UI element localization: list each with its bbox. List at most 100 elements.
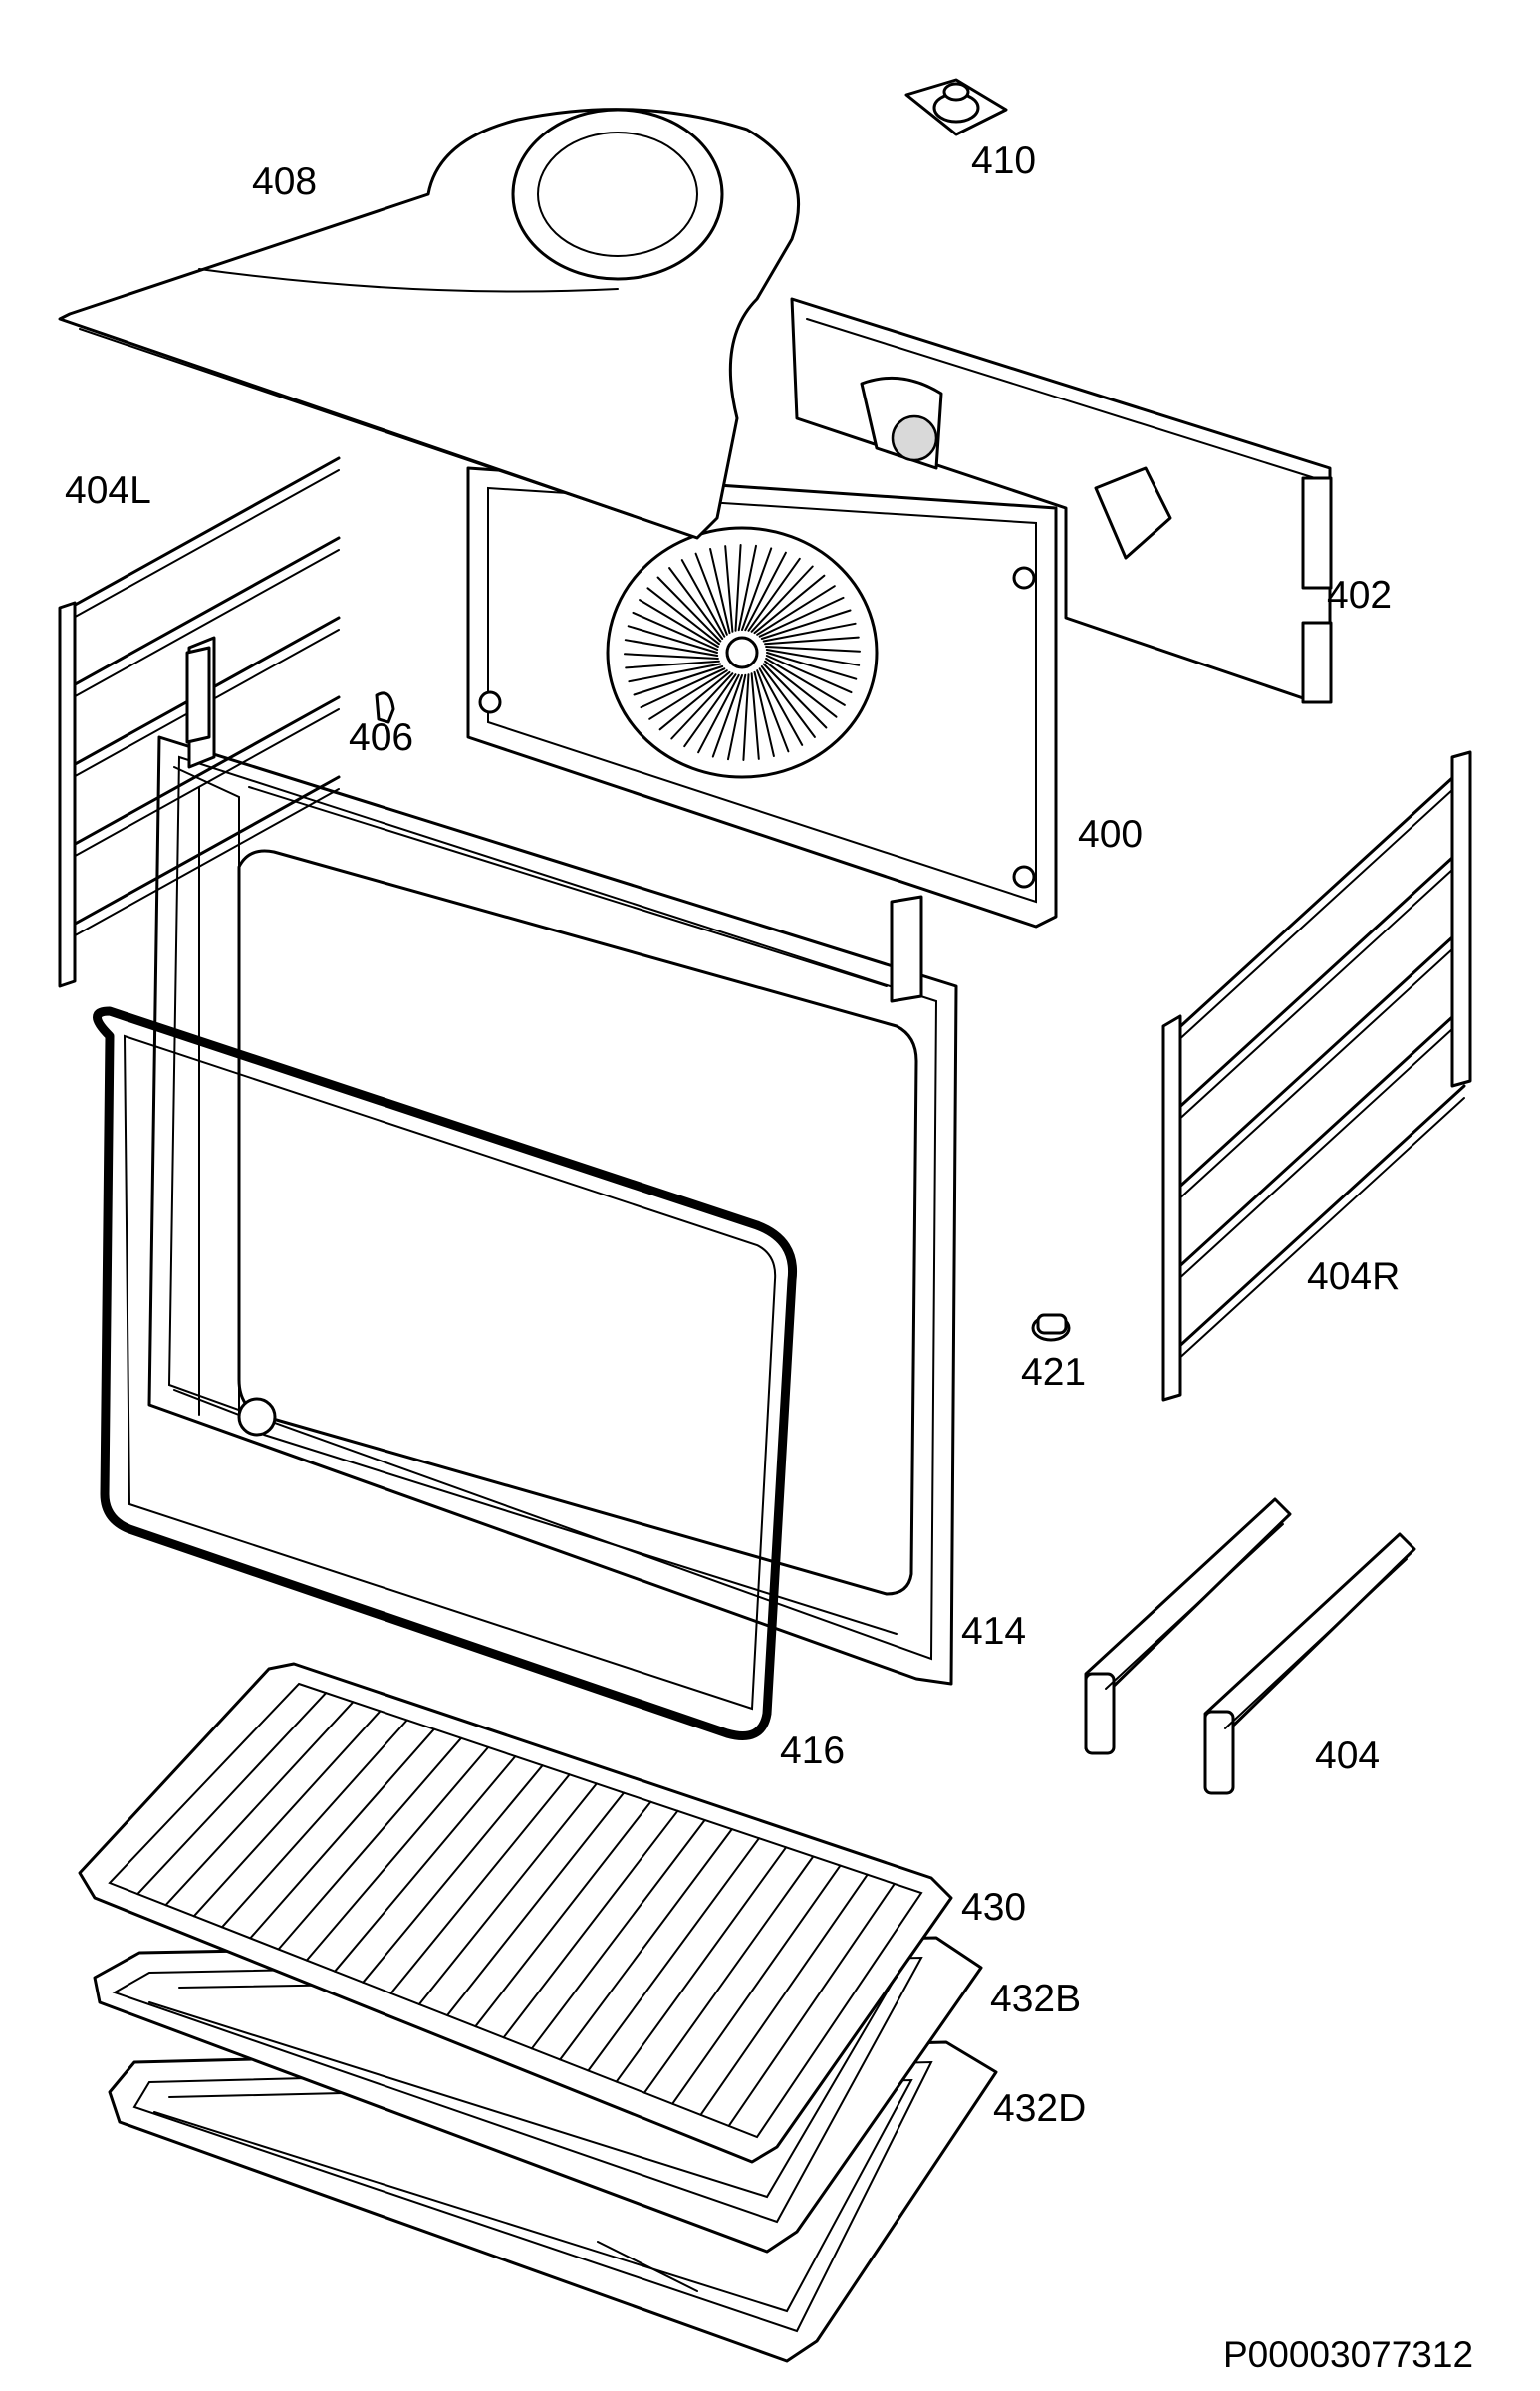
fan-vane <box>758 667 804 746</box>
shelf-rail-edge <box>1174 858 1465 1124</box>
fan-vane <box>656 576 722 643</box>
fan-vane <box>765 646 861 653</box>
bushing-421 <box>1031 1313 1071 1342</box>
fan-vane <box>680 559 726 638</box>
rack-bar <box>249 1727 435 1940</box>
fan-vane <box>766 652 858 680</box>
shelf-rail-edge <box>1174 1017 1465 1283</box>
callout-432D: 432D <box>993 2087 1087 2130</box>
callout-408: 408 <box>252 160 318 203</box>
fan-vane <box>753 574 826 635</box>
fan-vane <box>670 672 734 740</box>
shelf-rail <box>68 456 341 610</box>
callout-402: 402 <box>1327 574 1393 617</box>
rack-bar <box>362 1764 544 1984</box>
fan-vane <box>750 672 760 760</box>
right-rails <box>1173 765 1466 1363</box>
callout-404: 404 <box>1315 1734 1381 1777</box>
wire-rack-430 <box>78 1662 953 2164</box>
shelf-rail-edge <box>69 469 340 621</box>
back-panel-400 <box>466 466 1058 929</box>
fan-vane <box>762 622 857 643</box>
rack-bar <box>559 1828 733 2061</box>
fan-vane <box>747 557 801 632</box>
rack-bar <box>164 1701 355 1907</box>
right-hinge <box>890 895 923 1003</box>
callout-416: 416 <box>780 1729 846 1772</box>
callout-406: 406 <box>349 716 414 759</box>
rack-bar <box>727 1882 896 2127</box>
shelf-rail-edge <box>69 549 340 700</box>
fan-vane <box>765 655 853 694</box>
fan-vane <box>694 552 728 636</box>
fan-vane <box>727 673 747 761</box>
fan-vane <box>734 544 742 632</box>
fan-vane <box>724 545 734 633</box>
fan-vane <box>756 669 790 753</box>
rack-bar <box>587 1837 760 2072</box>
rack-bar <box>334 1755 517 1973</box>
shelf-rail-edge <box>1174 778 1465 1044</box>
fan-vane <box>764 660 838 718</box>
fan-vane <box>741 547 773 631</box>
shelf-rail <box>1173 1084 1466 1352</box>
fan-vane <box>753 670 775 757</box>
rack-bar <box>615 1846 788 2083</box>
shelf-rail <box>1173 1004 1466 1272</box>
rack-bar <box>305 1745 490 1962</box>
fan-vane <box>758 596 845 638</box>
rack-bar <box>446 1791 626 2016</box>
fan-vane <box>640 667 726 709</box>
callout-404L: 404L <box>65 469 151 512</box>
callout-414: 414 <box>961 1610 1027 1653</box>
fan-vane <box>658 670 731 731</box>
rack-bar <box>136 1692 328 1896</box>
rack-bars <box>136 1692 896 2127</box>
fan-vane <box>765 649 861 666</box>
rack-bar <box>417 1782 598 2005</box>
shelf-rail <box>68 536 341 689</box>
callout-410: 410 <box>971 139 1037 182</box>
fan-vane <box>762 663 828 729</box>
fan-vane <box>744 551 787 632</box>
document-id: P00003077312 <box>1223 2334 1474 2375</box>
shelf-rail-edge <box>1174 1097 1465 1363</box>
rear-rail-402 <box>790 297 1333 704</box>
fan-vane <box>765 658 846 706</box>
fan-vane <box>646 587 720 646</box>
mount-410 <box>904 78 1008 136</box>
fan-vane <box>668 567 724 640</box>
door-gasket-416 <box>93 1006 798 1740</box>
fan-vane <box>760 665 816 738</box>
fan-cover-408 <box>58 108 801 540</box>
shelf-rail <box>68 695 341 849</box>
callout-400: 400 <box>1078 813 1144 856</box>
fan-vane <box>764 636 860 646</box>
rack-bar <box>277 1736 462 1951</box>
shelf-rail <box>68 775 341 929</box>
fan-vane <box>742 673 750 761</box>
fan-vane <box>639 599 719 648</box>
shelf-rail-edge <box>69 708 340 860</box>
right-shelf-support-404R <box>1161 750 1472 1402</box>
callout-404R: 404R <box>1307 1255 1401 1298</box>
fan-vane <box>627 625 718 654</box>
fan-vane <box>624 653 719 660</box>
telescopic-runners-404 <box>1084 1497 1416 1795</box>
rack-bar <box>699 1873 869 2116</box>
callout-421: 421 <box>1021 1351 1087 1394</box>
shelf-rail-edge <box>69 788 340 939</box>
front-frame-414 <box>147 735 958 1686</box>
fan-vanes <box>624 544 861 761</box>
rack-bar <box>671 1864 842 2105</box>
rack-bar <box>502 1809 679 2039</box>
shelf-rail <box>1173 765 1466 1033</box>
fan-vane <box>756 585 836 636</box>
rack-bar <box>474 1800 652 2028</box>
shelf-rail <box>1173 925 1466 1193</box>
callout-432B: 432B <box>990 1978 1082 2020</box>
rack-bar <box>221 1719 408 1929</box>
fan-vane <box>711 674 743 758</box>
rack-bar <box>192 1710 382 1918</box>
